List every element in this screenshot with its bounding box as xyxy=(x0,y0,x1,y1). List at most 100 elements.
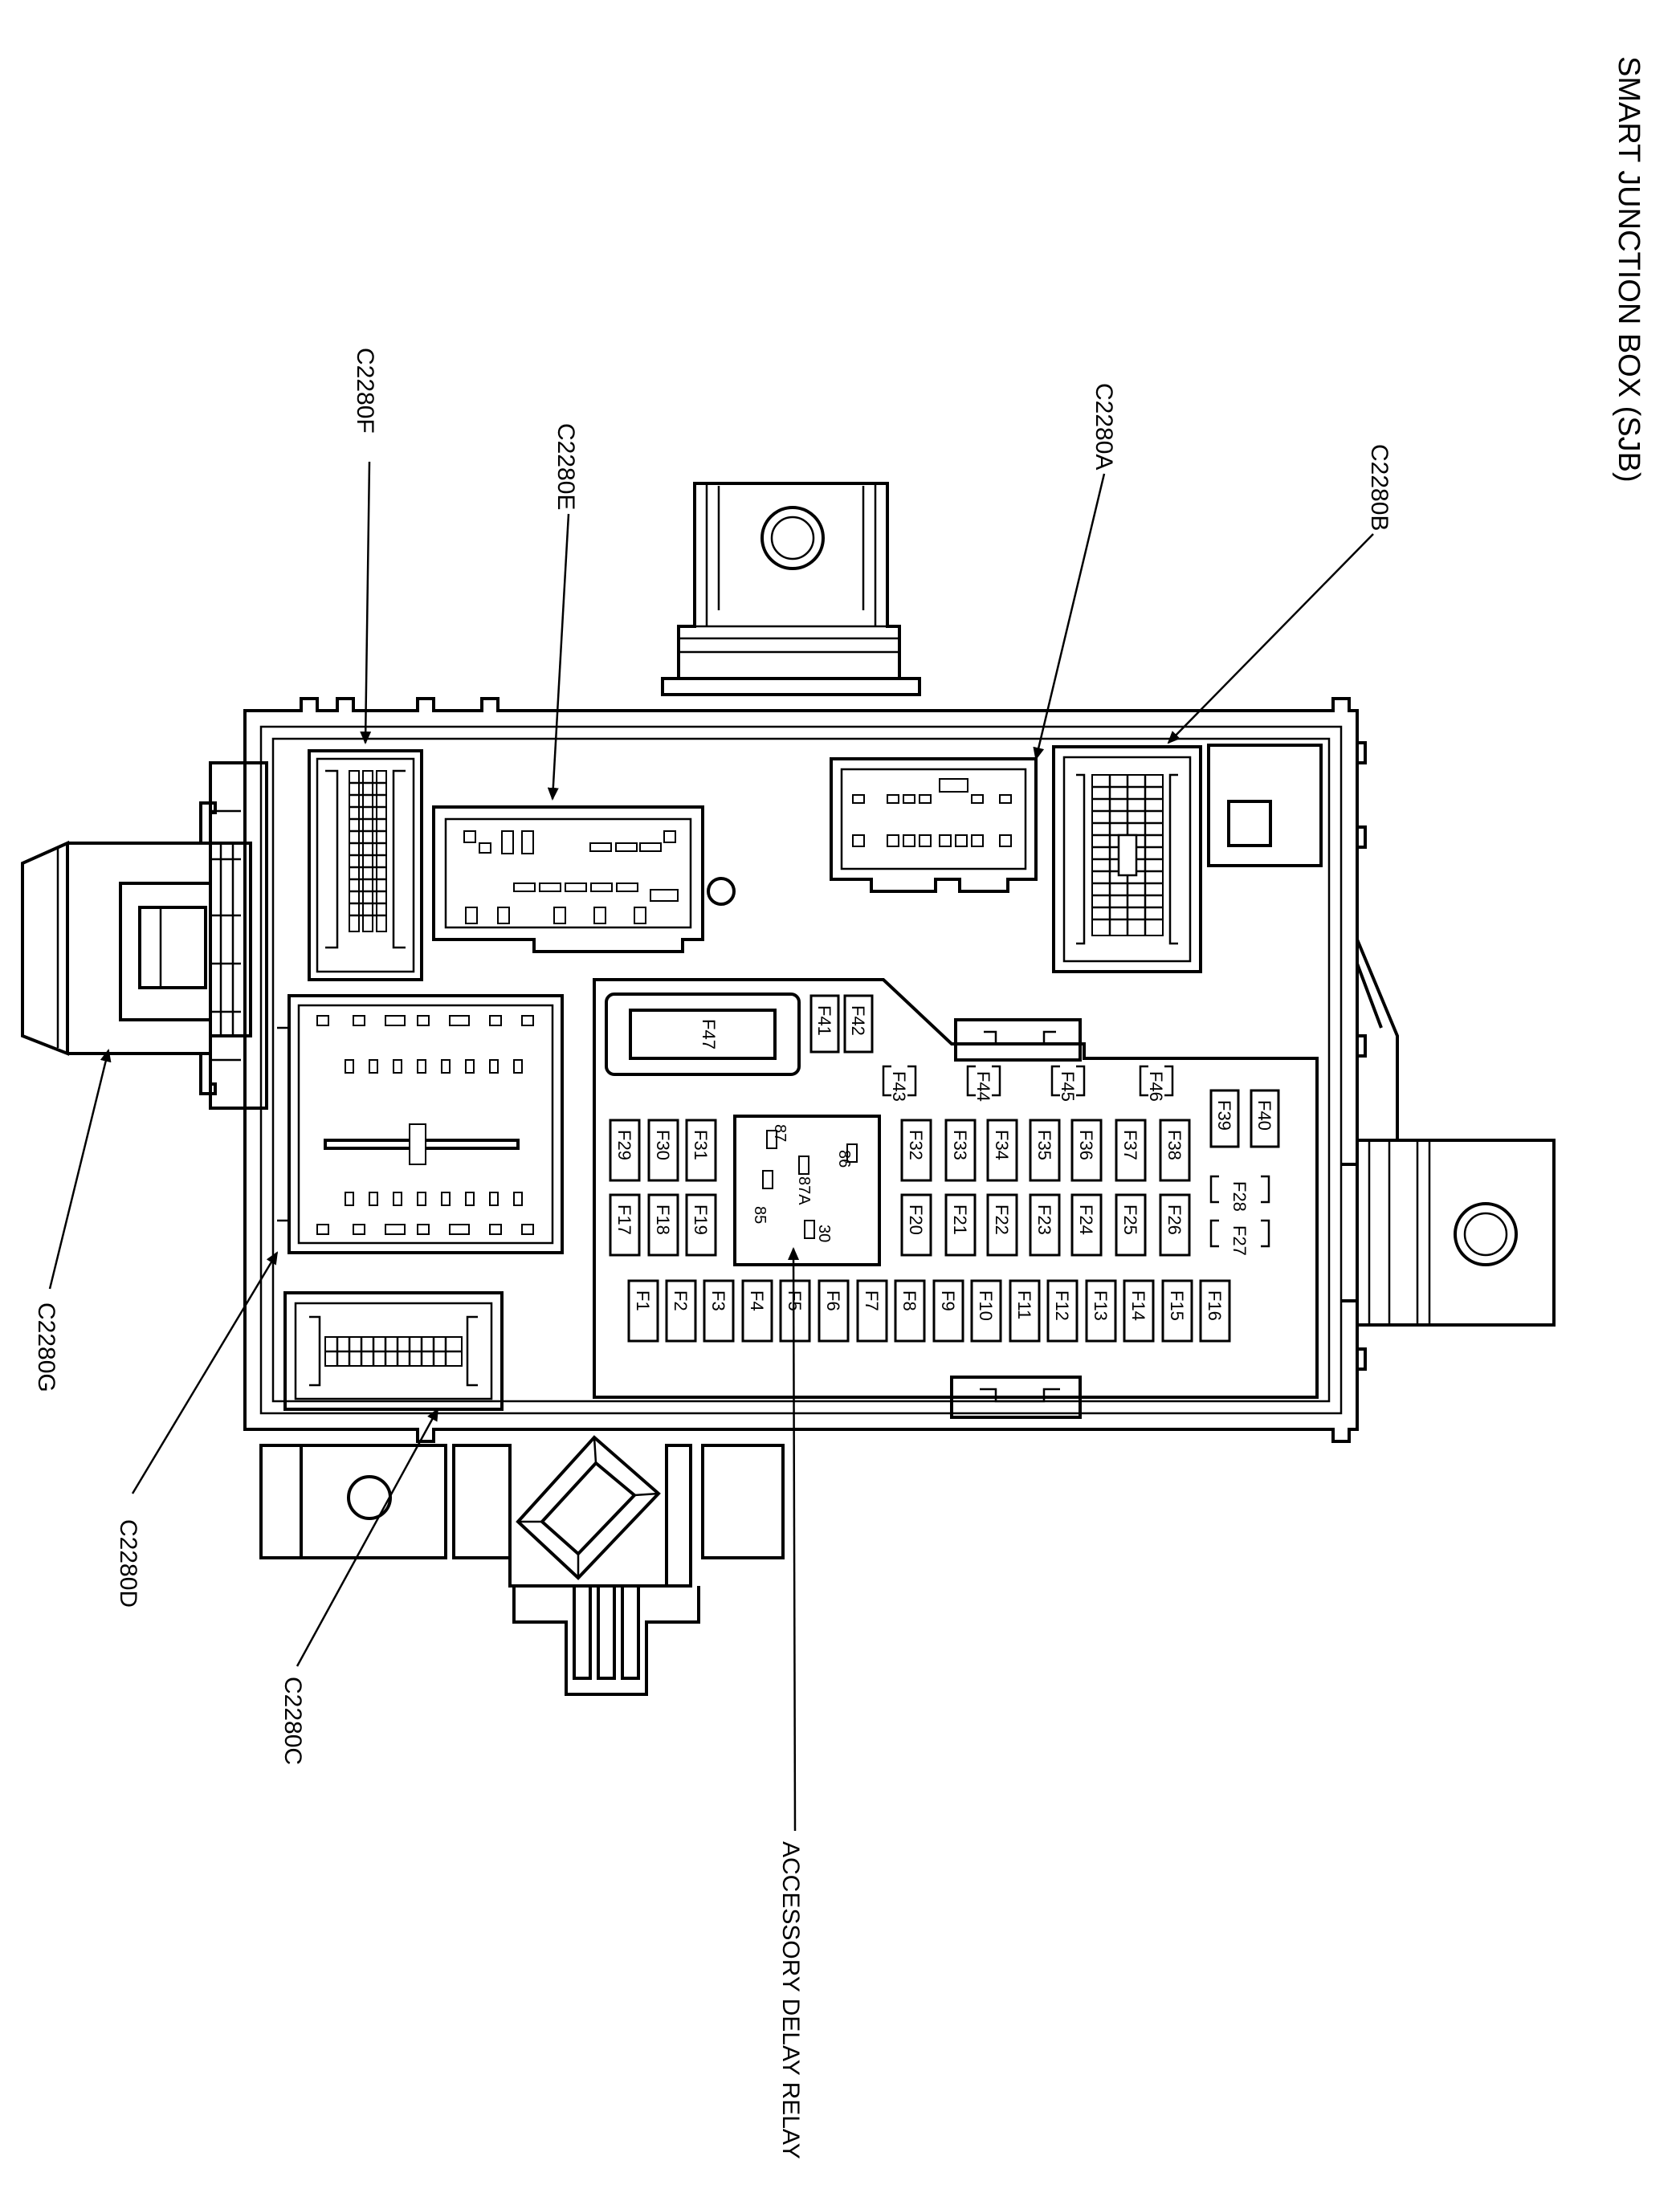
fuse-label: F32 xyxy=(906,1130,926,1160)
fuse-label: F39 xyxy=(1214,1100,1234,1131)
fuse-label: F16 xyxy=(1205,1290,1225,1321)
fuse-f33[interactable]: F33 xyxy=(944,1119,977,1182)
fuse-f8[interactable]: F8 xyxy=(894,1279,926,1343)
empty-slot-label: F43 xyxy=(889,1071,909,1102)
fuse-f1[interactable]: F1 xyxy=(627,1279,659,1343)
connector-c2280a xyxy=(830,757,1038,893)
connector-c2280g xyxy=(277,994,564,1254)
fuse-f10[interactable]: F10 xyxy=(970,1279,1002,1343)
c2280d-pins xyxy=(324,1336,463,1367)
fuse-f7[interactable]: F7 xyxy=(856,1279,888,1343)
relay-pin-85-label: 85 xyxy=(751,1206,769,1224)
connector-c2280d xyxy=(283,1291,504,1411)
connector-c2280f xyxy=(308,749,423,981)
callout-c2280f: C2280F xyxy=(352,348,378,434)
fuse-f47[interactable]: F47 xyxy=(605,993,801,1076)
callout-accessory-delay-relay: ACCESSORY DELAY RELAY xyxy=(777,1841,804,2159)
fuse-label: F10 xyxy=(976,1290,996,1321)
callout-c2280b: C2280B xyxy=(1366,444,1393,531)
fuse-f9[interactable]: F9 xyxy=(932,1279,964,1343)
fuse-f37[interactable]: F37 xyxy=(1115,1119,1147,1182)
fuse-label: F15 xyxy=(1167,1290,1187,1321)
fuse-f47-label: F47 xyxy=(699,1019,719,1050)
callout-c2280g: C2280G xyxy=(33,1302,59,1392)
fuse-f32[interactable]: F32 xyxy=(900,1119,932,1182)
fuse-label: F40 xyxy=(1254,1100,1274,1131)
fuse-f42[interactable]: F42 xyxy=(843,994,874,1054)
fuse-f23[interactable]: F23 xyxy=(1029,1193,1061,1257)
fuse-label: F30 xyxy=(653,1130,673,1160)
fuse-label: F24 xyxy=(1076,1204,1096,1235)
fuse-f13[interactable]: F13 xyxy=(1085,1279,1117,1343)
fuse-label: F3 xyxy=(708,1290,728,1311)
fuse-f6[interactable]: F6 xyxy=(818,1279,850,1343)
c2280e-pins xyxy=(463,830,679,924)
fuse-label: F11 xyxy=(1014,1290,1034,1319)
fuse-f34[interactable]: F34 xyxy=(986,1119,1018,1182)
fuse-f2[interactable]: F2 xyxy=(665,1279,697,1343)
callout-c2280c: C2280C xyxy=(279,1677,306,1765)
fuse-label: F9 xyxy=(938,1290,958,1311)
fuse-f15[interactable]: F15 xyxy=(1161,1279,1193,1343)
fuse-label: F25 xyxy=(1120,1204,1140,1235)
fuse-label: F14 xyxy=(1128,1290,1148,1321)
fuse-label: F22 xyxy=(992,1204,1012,1235)
fuse-label: F18 xyxy=(653,1204,673,1235)
fuse-f12[interactable]: F12 xyxy=(1046,1279,1079,1343)
fuse-label: F2 xyxy=(671,1290,691,1311)
fuse-f24[interactable]: F24 xyxy=(1070,1193,1103,1257)
empty-slot-f27: F27 xyxy=(1209,1219,1270,1256)
fuse-f39[interactable]: F39 xyxy=(1209,1089,1240,1148)
fuse-f16[interactable]: F16 xyxy=(1199,1279,1231,1343)
fuse-label: F41 xyxy=(814,1005,834,1036)
callout-c2280d: C2280D xyxy=(115,1519,141,1608)
fuse-f14[interactable]: F14 xyxy=(1123,1279,1155,1343)
fuse-f35[interactable]: F35 xyxy=(1029,1119,1061,1182)
fuse-f25[interactable]: F25 xyxy=(1115,1193,1147,1257)
fuse-label: F34 xyxy=(992,1130,1012,1160)
fuse-f30[interactable]: F30 xyxy=(647,1119,679,1182)
accessory-delay-relay[interactable]: 87 86 87A 85 30 xyxy=(733,1115,881,1266)
fuse-f4[interactable]: F4 xyxy=(741,1279,773,1343)
left-harness-connector xyxy=(21,761,268,1110)
fuse-f3[interactable]: F3 xyxy=(703,1279,735,1343)
fuse-f18[interactable]: F18 xyxy=(647,1193,679,1257)
fuse-label: F29 xyxy=(614,1130,634,1160)
fuse-label: F21 xyxy=(950,1204,970,1235)
c2280a-pins xyxy=(852,778,1012,847)
fuse-label: F23 xyxy=(1034,1204,1054,1235)
fuse-label: F1 xyxy=(633,1290,653,1311)
fuse-f36[interactable]: F36 xyxy=(1070,1119,1103,1182)
fuse-f5[interactable]: F5 xyxy=(779,1279,811,1343)
fuse-f22[interactable]: F22 xyxy=(986,1193,1018,1257)
relay-pin-87-label: 87 xyxy=(771,1124,789,1142)
fuse-f17[interactable]: F17 xyxy=(609,1193,641,1257)
fuse-label: F5 xyxy=(785,1290,805,1311)
sjb-housing xyxy=(243,697,1367,1443)
fuse-f19[interactable]: F19 xyxy=(685,1193,717,1257)
fuse-f21[interactable]: F21 xyxy=(944,1193,977,1257)
top-mount-bracket xyxy=(661,482,921,696)
empty-slot-f46: F46 xyxy=(1139,1065,1174,1102)
fuse-f40[interactable]: F40 xyxy=(1250,1089,1280,1148)
c2280b-pins xyxy=(1091,774,1164,936)
fuse-label: F13 xyxy=(1091,1290,1111,1321)
diagram-title: SMART JUNCTION BOX (SJB) xyxy=(1612,56,1645,483)
connector-c2280b xyxy=(1052,745,1202,973)
empty-slot-label: F27 xyxy=(1229,1225,1250,1256)
fuse-label: F37 xyxy=(1120,1130,1140,1160)
fuse-f38[interactable]: F38 xyxy=(1159,1119,1191,1182)
fuse-f29[interactable]: F29 xyxy=(609,1119,641,1182)
empty-slot-label: F28 xyxy=(1229,1181,1250,1212)
fuse-f20[interactable]: F20 xyxy=(900,1193,932,1257)
fuse-f26[interactable]: F26 xyxy=(1159,1193,1191,1257)
empty-slot-label: F45 xyxy=(1058,1071,1078,1102)
fuse-f11[interactable]: F11 xyxy=(1009,1279,1041,1343)
fuse-f31[interactable]: F31 xyxy=(685,1119,717,1182)
fuse-label: F6 xyxy=(823,1290,843,1311)
callout-leaders xyxy=(48,461,1374,1832)
fuse-f41[interactable]: F41 xyxy=(809,994,840,1054)
callout-c2280e: C2280E xyxy=(553,423,579,510)
fuse-label: F4 xyxy=(747,1290,767,1311)
